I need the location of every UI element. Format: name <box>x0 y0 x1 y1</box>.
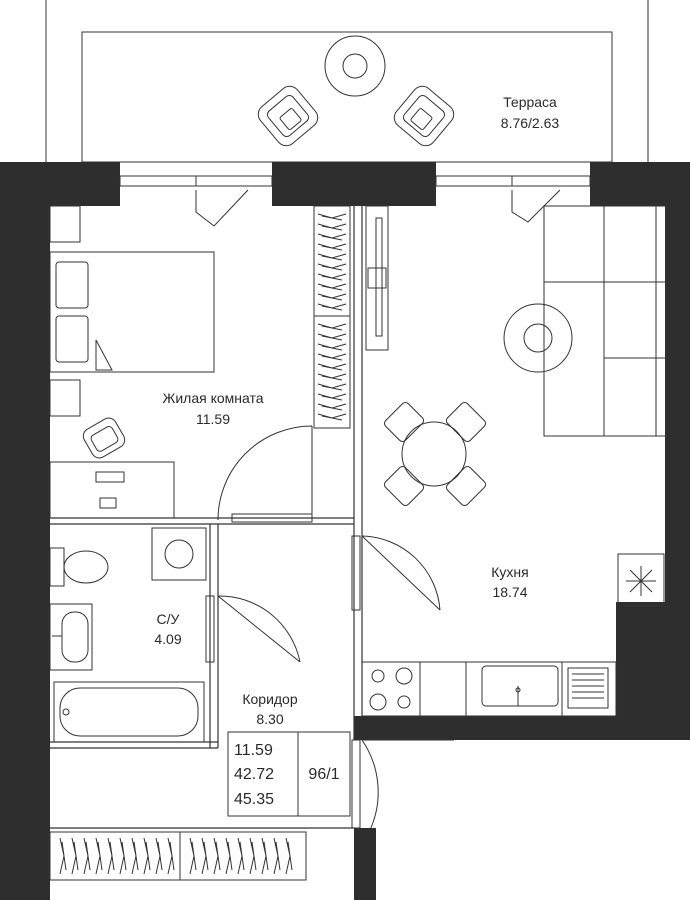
kitchen-sink <box>481 665 559 707</box>
stove <box>369 667 413 711</box>
hanger <box>119 837 127 875</box>
coffee-table <box>503 303 573 373</box>
bathroom-name: С/У <box>157 611 180 627</box>
hanger <box>317 293 347 301</box>
corridor-name: Коридор <box>242 691 298 707</box>
wardrobe-hangers <box>317 213 347 421</box>
apartment-number: 96/1 <box>308 766 339 783</box>
hanger <box>237 837 245 875</box>
dining-table <box>401 421 467 487</box>
terrace-armchair-left <box>257 85 319 147</box>
hanger <box>155 837 163 875</box>
hanger <box>71 837 79 875</box>
desk-chair <box>82 417 126 459</box>
dish-rack <box>567 667 609 709</box>
dining-chair <box>445 401 487 443</box>
nightstand <box>49 205 81 417</box>
hanger <box>273 837 281 875</box>
hanger <box>317 353 347 361</box>
wardrobe-corridor <box>49 831 307 881</box>
hanger <box>225 837 233 875</box>
living-room-area: 11.59 <box>196 411 230 427</box>
hanger <box>143 837 151 875</box>
corridor-area: 8.30 <box>256 711 283 727</box>
terrace-name: Терраса <box>503 94 557 110</box>
dining-chair <box>383 465 425 507</box>
terrace-table <box>324 35 386 97</box>
hanger <box>201 837 209 875</box>
hanger <box>83 837 91 875</box>
hanger <box>167 837 175 875</box>
hanger <box>317 233 347 241</box>
entrance-door <box>361 739 454 831</box>
wardrobe-living <box>313 205 351 429</box>
kitchen-door <box>361 535 441 611</box>
terrace-area: 8.76/2.63 <box>501 115 560 131</box>
hanger <box>317 393 347 401</box>
kitchen-window <box>435 175 591 187</box>
hanger <box>95 837 103 875</box>
hanger <box>317 273 347 281</box>
hanger <box>317 413 347 421</box>
terrace <box>45 0 649 163</box>
area-summary <box>227 731 351 817</box>
hanger <box>249 837 257 875</box>
living-room-name: Жилая комната <box>162 390 263 406</box>
hanger <box>189 837 197 875</box>
partitions <box>50 206 363 829</box>
total-area-value: 42.72 <box>234 766 274 783</box>
hanger <box>317 333 347 341</box>
hanger <box>317 403 347 411</box>
doors <box>205 425 454 831</box>
hanger <box>317 343 347 351</box>
hanger <box>59 837 67 875</box>
hanger <box>131 837 139 875</box>
walls <box>0 162 690 900</box>
hanger <box>107 837 115 875</box>
hanger <box>317 263 347 271</box>
kitchen-counter <box>361 661 617 717</box>
toilet <box>49 547 109 587</box>
washing-machine <box>151 527 207 581</box>
living-area-value: 11.59 <box>234 742 273 759</box>
hanger <box>317 363 347 371</box>
hanger <box>317 213 347 221</box>
hanger <box>261 837 269 875</box>
bathtub <box>53 681 205 743</box>
hanger <box>213 837 221 875</box>
terrace-armchair-right <box>393 85 455 147</box>
hanger <box>317 283 347 291</box>
total-with-terrace-value: 45.35 <box>234 791 274 808</box>
hanger <box>317 383 347 391</box>
desk <box>49 461 175 519</box>
hanger <box>317 223 347 231</box>
dining-chair <box>445 465 487 507</box>
hanger <box>317 303 347 311</box>
bed <box>49 251 215 373</box>
windows <box>119 175 591 227</box>
wardrobe-hangers <box>59 837 293 875</box>
hanger <box>285 837 293 875</box>
living-door <box>217 425 313 521</box>
tv-unit <box>365 205 389 351</box>
kitchen-area: 18.74 <box>492 584 527 600</box>
hanger <box>317 243 347 251</box>
bathroom-sink <box>49 603 93 671</box>
hanger <box>317 323 347 331</box>
sofa <box>543 205 667 437</box>
hanger <box>317 253 347 261</box>
fridge <box>617 553 665 607</box>
bathroom-area: 4.09 <box>154 631 181 647</box>
bathroom-door <box>217 595 301 663</box>
dining-chair <box>383 401 425 443</box>
kitchen-name: Кухня <box>491 564 528 580</box>
hanger <box>317 373 347 381</box>
